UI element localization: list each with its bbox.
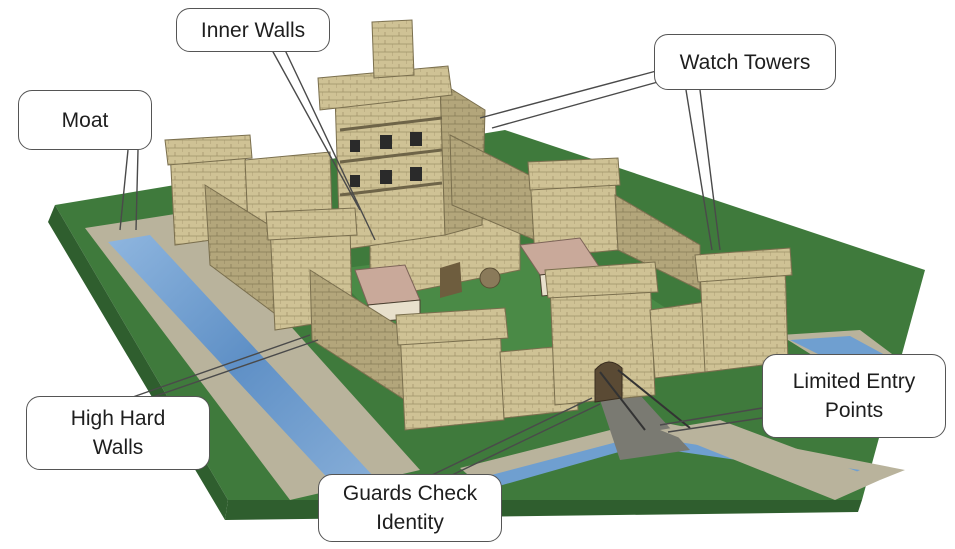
callout-pointers bbox=[119, 49, 763, 477]
label-watch-towers: Watch Towers bbox=[679, 50, 811, 74]
label-limited-entry-points-line1: Limited Entry bbox=[792, 370, 916, 393]
label-inner-walls: Inner Walls bbox=[200, 18, 306, 42]
label-high-hard-walls-line2: Walls bbox=[92, 436, 144, 459]
callout-inner-walls: Inner Walls bbox=[176, 8, 330, 52]
label-high-hard-walls-line1: High Hard bbox=[70, 407, 166, 430]
callout-moat: Moat bbox=[18, 90, 152, 150]
callout-watch-towers: Watch Towers bbox=[654, 34, 836, 90]
gatehouse bbox=[544, 261, 659, 406]
label-moat: Moat bbox=[61, 108, 109, 132]
watch-tower-front-left bbox=[395, 307, 509, 431]
moat-water bbox=[108, 235, 375, 486]
watch-tower-front-right bbox=[694, 247, 793, 373]
label-guards-check-identity-line2: Identity bbox=[376, 511, 444, 534]
watch-tower-right-back bbox=[527, 157, 621, 259]
callout-high-hard-walls: High Hard Walls bbox=[26, 396, 210, 470]
drawbridge bbox=[600, 395, 690, 460]
label-limited-entry-points-line2: Points bbox=[824, 399, 884, 422]
callout-limited-entry-points: Limited Entry Points bbox=[762, 354, 946, 438]
label-guards-check-identity-line1: Guards Check bbox=[342, 482, 478, 505]
callout-guards-check-identity: Guards Check Identity bbox=[318, 474, 502, 542]
